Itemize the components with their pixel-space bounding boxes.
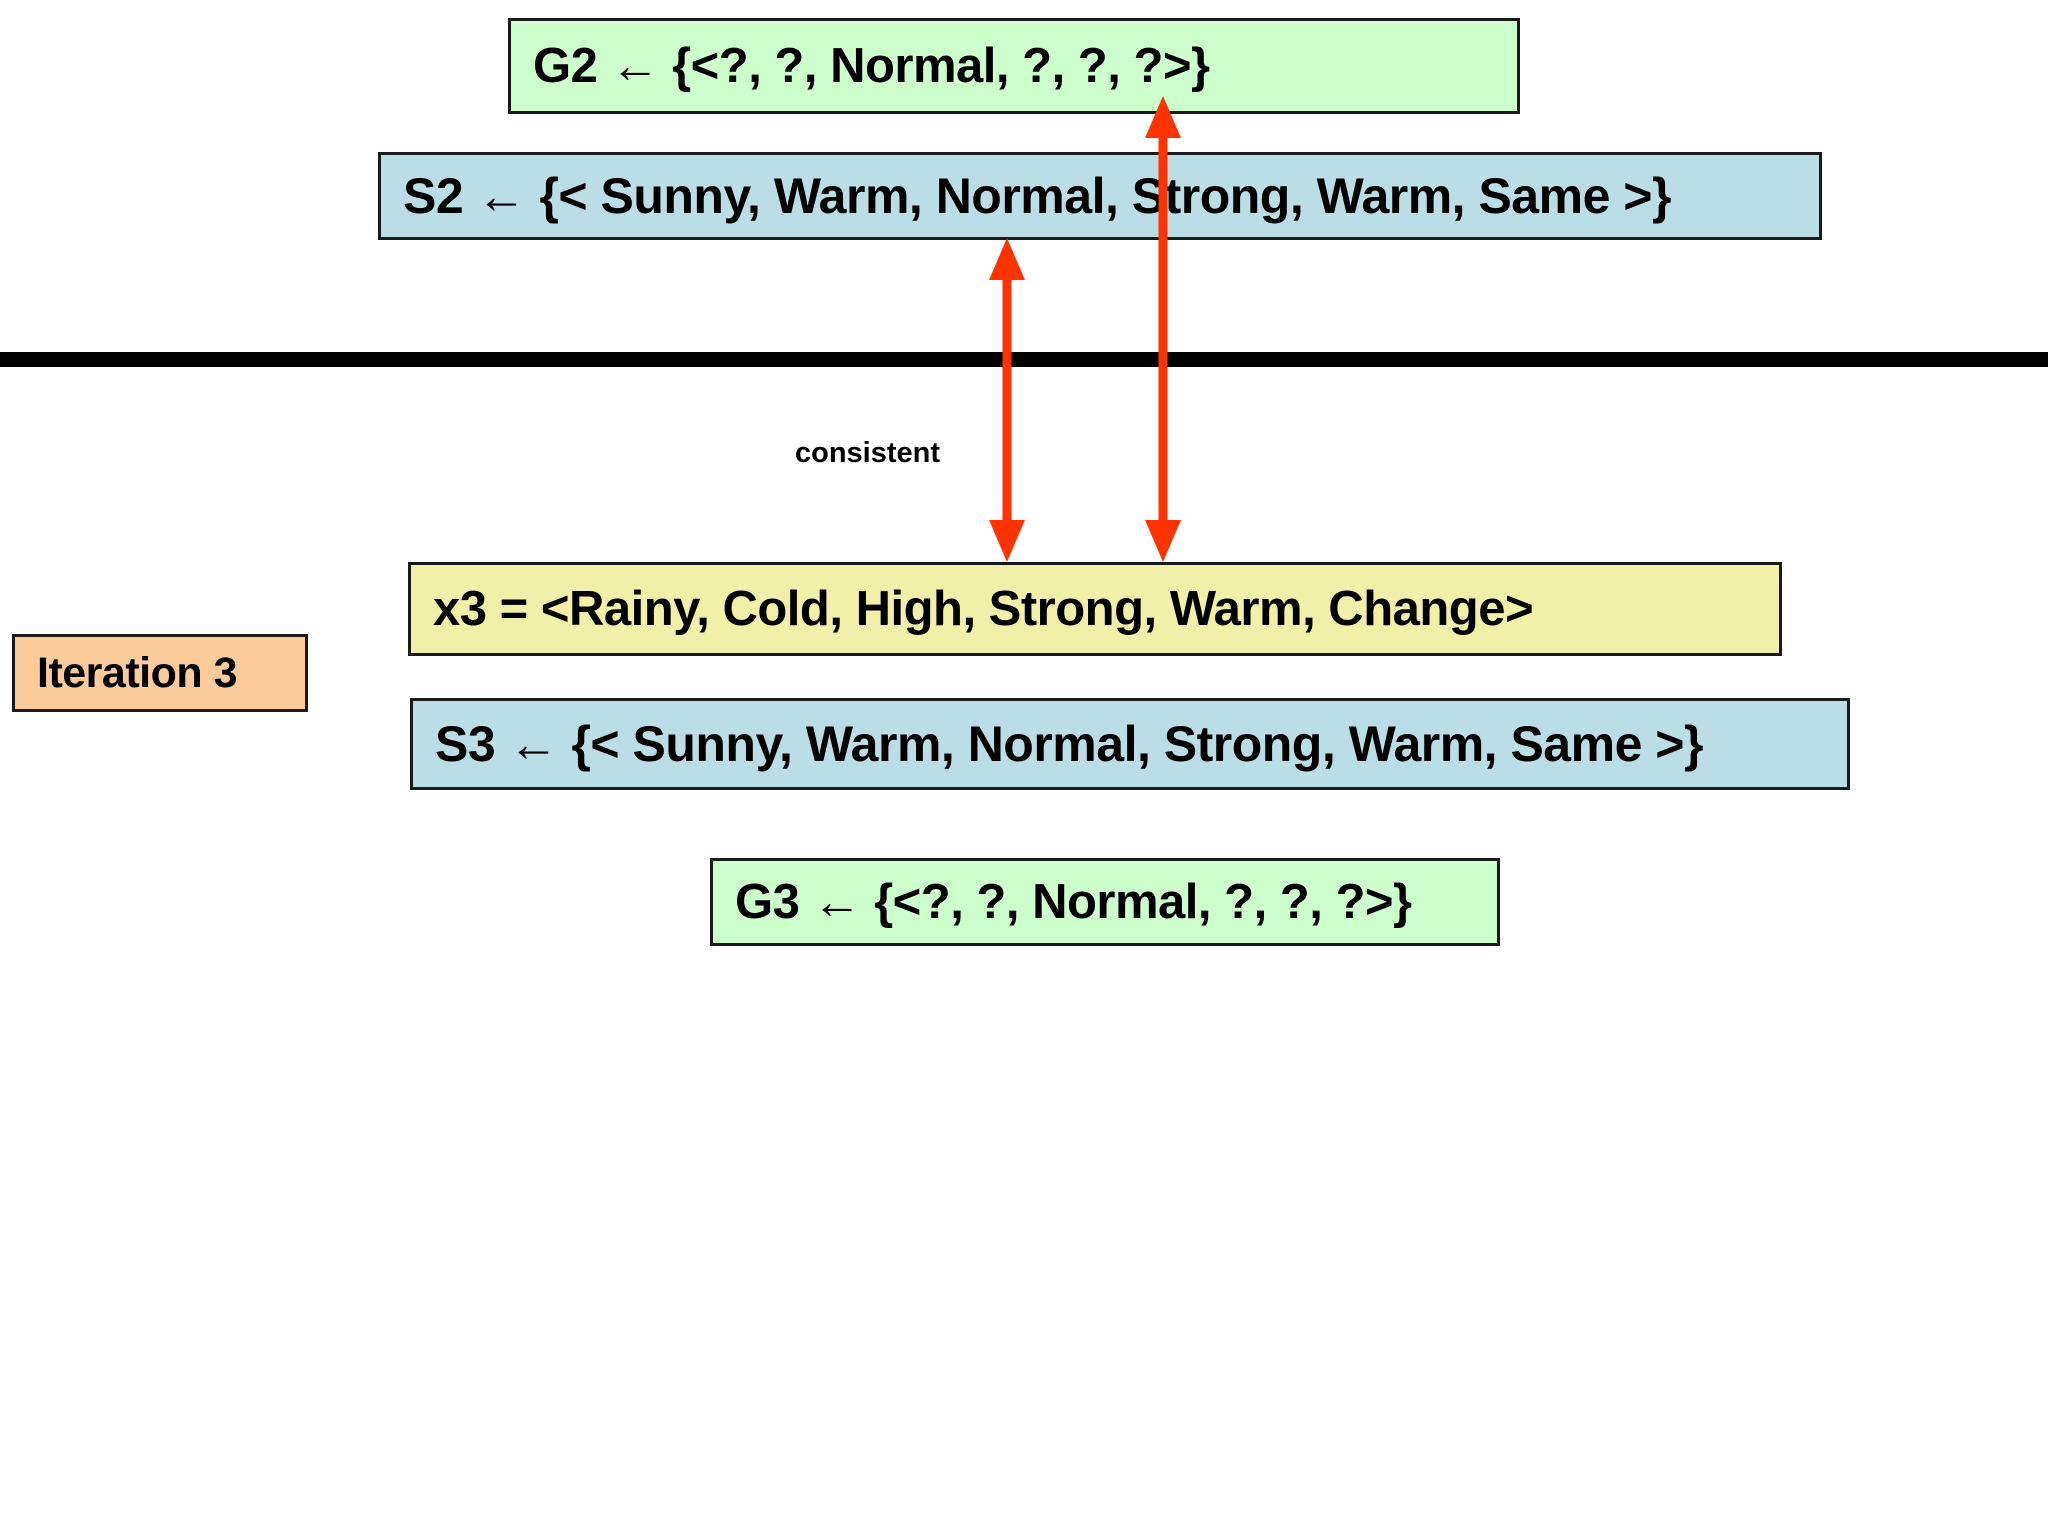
g3-hypothesis-box: G3 ← {<?, ?, Normal, ?, ?, ?>} (710, 858, 1500, 946)
section-divider (0, 352, 2048, 367)
arrowhead-down-right (1145, 520, 1181, 562)
iteration-label: Iteration 3 (37, 648, 238, 697)
consistent-arrow-s2-to-x3 (989, 238, 1025, 562)
x3-training-example-box: x3 = <Rainy, Cold, High, Strong, Warm, C… (408, 562, 1782, 656)
s3-label: S3 ← {< Sunny, Warm, Normal, Strong, War… (435, 716, 1703, 772)
arrowhead-up-left (989, 238, 1025, 280)
x3-label: x3 = <Rainy, Cold, High, Strong, Warm, C… (433, 582, 1534, 636)
arrowhead-down-left (989, 520, 1025, 562)
consistent-annotation-label: consistent (795, 437, 941, 469)
s2-label: S2 ← {< Sunny, Warm, Normal, Strong, War… (403, 168, 1671, 224)
g2-label: G2 ← {<?, ?, Normal, ?, ?, ?>} (533, 39, 1210, 93)
s2-hypothesis-box: S2 ← {< Sunny, Warm, Normal, Strong, War… (378, 152, 1822, 240)
iteration-marker-box: Iteration 3 (12, 634, 308, 712)
s3-hypothesis-box: S3 ← {< Sunny, Warm, Normal, Strong, War… (410, 698, 1850, 790)
g2-hypothesis-box: G2 ← {<?, ?, Normal, ?, ?, ?>} (508, 18, 1520, 114)
g3-label: G3 ← {<?, ?, Normal, ?, ?, ?>} (735, 875, 1412, 929)
